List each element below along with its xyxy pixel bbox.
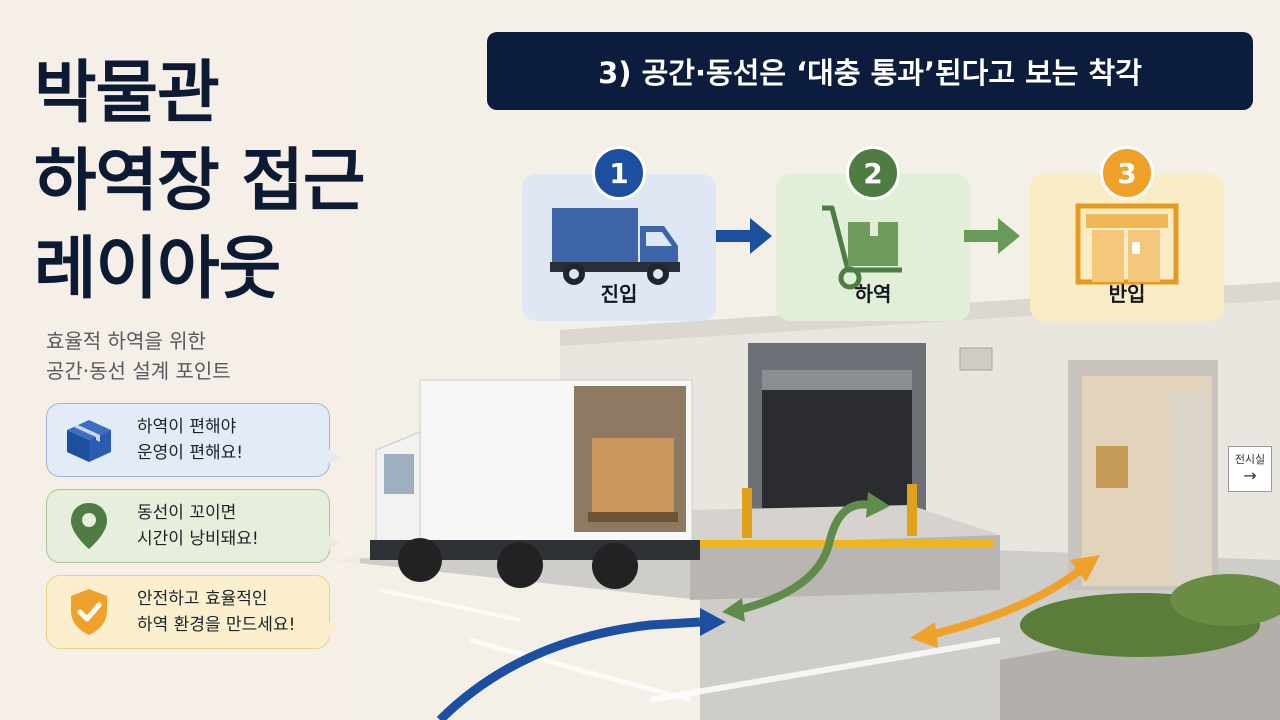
tip-bubble-unloading: 하역이 편해야 운영이 편해요! [46, 403, 341, 477]
tip-text: 하역 환경을 만드세요! [137, 615, 296, 635]
shield-check-icon [61, 584, 117, 640]
step-label: 하역 [854, 282, 892, 306]
step-label: 진입 [600, 282, 638, 306]
arrow-right-icon [964, 218, 1020, 254]
step-card-entry: 1 진입 [522, 146, 716, 321]
tip-text: 안전하고 효율적인 [137, 589, 268, 609]
sign-arrow: → [1243, 466, 1257, 485]
truck-icon [550, 208, 680, 285]
tip-text: 운영이 편해요! [137, 443, 244, 463]
subtitle-line: 공간·동선 설계 포인트 [46, 359, 231, 383]
title-line: 박물관 [34, 54, 220, 133]
step-number-badge: 3 [1100, 146, 1154, 200]
tip-text: 동선이 꼬이면 [137, 503, 237, 523]
page-title: 박물관 하역장 접근 레이아웃 [34, 50, 474, 314]
box-icon [61, 412, 117, 468]
sign-text: 전시실 [1234, 453, 1266, 466]
title-line: 하역장 접근 [34, 142, 365, 221]
step-card-unloading: 2 하역 [776, 146, 970, 321]
tip-text: 시간이 낭비돼요! [137, 529, 259, 549]
title-line: 레이아웃 [34, 230, 281, 309]
arrow-right-icon [716, 218, 772, 254]
gallery-direction-sign: 전시실 → [1228, 446, 1272, 492]
hand-truck-icon [822, 205, 902, 290]
section-heading: 3) 공간·동선은 ‘대충 통과’된다고 보는 착각 [487, 32, 1253, 110]
tip-bubble-safety: 안전하고 효율적인 하역 환경을 만드세요! [46, 575, 341, 649]
page-subtitle: 효율적 하역을 위한 공간·동선 설계 포인트 [46, 326, 366, 386]
step-number-badge: 2 [846, 146, 900, 200]
tip-bubble-circulation: 동선이 꼬이면 시간이 낭비돼요! [46, 489, 341, 563]
step-label: 반입 [1108, 282, 1146, 306]
step-card-carry-in: 3 반입 [1030, 146, 1224, 321]
subtitle-line: 효율적 하역을 위한 [46, 329, 206, 353]
step-number-badge: 1 [592, 146, 646, 200]
map-pin-icon [61, 498, 117, 554]
tip-text: 하역이 편해야 [137, 417, 237, 437]
door-icon [1075, 203, 1179, 285]
